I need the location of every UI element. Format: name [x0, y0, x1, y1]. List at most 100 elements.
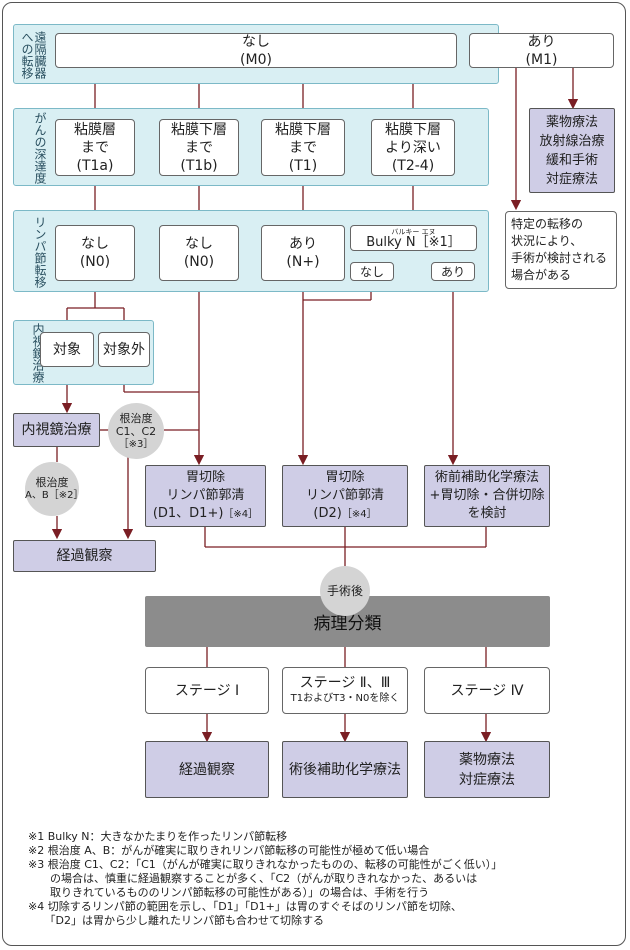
surgery-d2-line: 胃切除	[325, 469, 365, 485]
box-surgery-d2: 胃切除 リンパ節郭清 (D2)［※4］	[282, 465, 408, 527]
footnote-1: ※1 Bulky N：大きなかたまりを作ったリンパ節転移	[28, 830, 288, 843]
m0-text: なし	[242, 33, 270, 50]
m1-treat-line: 薬物療法	[545, 114, 598, 130]
bulky-ruby: バルキー エヌ	[391, 227, 436, 236]
box-result-stage-4: 薬物療法 対症療法	[424, 741, 550, 798]
result-line: 薬物療法	[459, 751, 515, 768]
cure-ab-grade: A、B［※2］	[25, 490, 84, 501]
box-stage-4: ステージ Ⅳ	[424, 667, 550, 714]
box-m1-note: 特定の転移の 状況により、 手術が検討される 場合がある	[505, 211, 617, 289]
cure-ab-title: 根治度	[35, 476, 69, 489]
stage-label: ステージ Ⅳ	[450, 682, 524, 699]
neoadjuvant-line: を検討	[467, 506, 507, 521]
box-lymph-nplus: あり (N+)	[261, 225, 345, 281]
depth-code: (T1)	[288, 157, 318, 174]
surgery-d2-line: リンパ節郭清	[305, 487, 384, 503]
box-depth-t1b: 粘膜下層 まで (T1b)	[159, 119, 239, 176]
surgery-d1-code: (D1、D1+)	[152, 505, 224, 521]
box-m0: なし (M0)	[55, 33, 457, 68]
depth-code: (T2-4)	[391, 157, 435, 174]
label-metastasis: 遠隔臓器への転移	[20, 31, 47, 79]
depth-line: まで	[185, 139, 213, 156]
lymph-code: (N0)	[183, 254, 215, 270]
box-bulky-yes: あり	[431, 262, 475, 281]
box-result-stage-1: 経過観察	[145, 741, 269, 798]
result-line: 術後補助化学療法	[289, 761, 401, 778]
box-endo-target: 対象	[40, 332, 94, 367]
footnote-4-cont: 「D2」は胃から少し離れたリンパ節も合わせて切除する	[28, 914, 324, 927]
m1-treat-line: 対症療法	[545, 171, 598, 187]
lymph-code: (N+)	[286, 254, 320, 270]
result-line: 経過観察	[179, 761, 235, 778]
box-m1-treatment: 薬物療法 放射線治療 緩和手術 対症療法	[529, 108, 615, 193]
surgery-d2-scope: (D2)［※4］	[313, 505, 376, 524]
box-m1: あり (M1)	[469, 33, 614, 68]
surgery-d1-note: ［※4］	[223, 508, 259, 520]
box-depth-t1: 粘膜下層 まで (T1)	[261, 119, 345, 176]
box-depth-t1a: 粘膜層 まで (T1a)	[55, 119, 135, 176]
m0-code: (M0)	[240, 51, 272, 68]
lymph-code: (N0)	[79, 254, 111, 270]
m1-code: (M1)	[525, 51, 558, 68]
stage-sub: T1およびT3・N0を除く	[290, 693, 400, 704]
box-bulky-no: なし	[350, 262, 394, 281]
footnote-3-cont: 取りきれているもののリンパ節転移の可能性がある）」の場合は、手術を行う	[28, 886, 430, 899]
box-endo-treatment: 内視鏡治療	[13, 413, 100, 447]
box-neoadjuvant: 術前補助化学療法 +胃切除・合併切除 を検討	[424, 465, 550, 527]
circle-cure-ab: 根治度 A、B［※2］	[25, 462, 84, 516]
label-lymph: リンパ節転移	[33, 216, 47, 288]
stage-label: ステージ Ⅱ、Ⅲ	[299, 675, 391, 691]
circle-post-op: 手術後	[320, 566, 370, 616]
box-bulky-n: バルキー エヌ Bulky N［※1］	[350, 225, 477, 251]
box-lymph-n0-b: なし (N0)	[159, 225, 239, 281]
box-endo-nontarget: 対象外	[98, 332, 150, 367]
bulky-label: Bulky N［※1］	[366, 234, 461, 250]
lymph-line: なし	[185, 236, 213, 252]
box-depth-t24: 粘膜下層 より深い (T2-4)	[371, 119, 455, 176]
cure-c-note: ［※3］	[118, 438, 154, 450]
label-depth: がんの深達度	[33, 112, 47, 184]
depth-line: まで	[289, 139, 317, 156]
box-stage-1: ステージ Ⅰ	[145, 667, 269, 714]
surgery-d2-note: ［※4］	[341, 508, 377, 520]
m1-treat-line: 放射線治療	[539, 133, 605, 149]
result-line: 対症療法	[459, 771, 515, 788]
lymph-line: なし	[81, 236, 109, 252]
depth-code: (T1b)	[180, 157, 218, 174]
surgery-d1-scope: (D1、D1+)［※4］	[153, 505, 258, 524]
cure-c-grade: C1、C2	[115, 424, 157, 438]
box-lymph-n0-a: なし (N0)	[55, 225, 135, 281]
depth-code: (T1a)	[76, 157, 114, 174]
lymph-line: あり	[289, 236, 317, 252]
m1-treat-line: 緩和手術	[545, 152, 598, 168]
box-stage-2-3: ステージ Ⅱ、Ⅲ T1およびT3・N0を除く	[282, 667, 408, 714]
neoadjuvant-line: +胃切除・合併切除	[429, 488, 545, 503]
m1-note-line: 手術が検討される	[511, 251, 608, 265]
circle-cure-c: 根治度 C1、C2 ［※3］	[108, 403, 164, 459]
depth-line: 粘膜下層	[171, 121, 227, 138]
footnotes: ※1 Bulky N：大きなかたまりを作ったリンパ節転移 ※2 根治度 A、B：…	[28, 830, 618, 928]
surgery-d2-code: (D2)	[313, 505, 342, 521]
footnote-3-cont: の場合は、慎重に経過観察することが多く、「C2（がんが取りきれなかった、あるいは	[28, 872, 478, 885]
depth-line: 粘膜下層	[385, 121, 441, 138]
depth-line: より深い	[385, 139, 441, 156]
stage-label: ステージ Ⅰ	[174, 682, 240, 699]
neoadjuvant-line: 術前補助化学療法	[434, 470, 539, 485]
surgery-d1-line: 胃切除	[185, 469, 225, 485]
m1-note-line: 場合がある	[511, 268, 572, 282]
cure-c-title: 根治度	[119, 411, 153, 425]
footnote-3: ※3 根治度 C1、C2：「C1（がんが確実に取りきれなかったものの、転移の可能…	[28, 858, 503, 871]
m1-note-line: 状況により、	[511, 234, 583, 248]
box-surgery-d1: 胃切除 リンパ節郭清 (D1、D1+)［※4］	[145, 465, 266, 527]
m1-text: あり	[527, 33, 556, 50]
box-result-stage-2-3: 術後補助化学療法	[282, 741, 408, 798]
footnote-2: ※2 根治度 A、B：がんが確実に取りきれリンパ節転移の可能性が極めて低い場合	[28, 844, 430, 857]
depth-line: 粘膜層	[74, 121, 116, 138]
surgery-d1-line: リンパ節郭清	[166, 487, 245, 503]
depth-line: 粘膜下層	[275, 121, 331, 138]
depth-line: まで	[81, 139, 109, 156]
m1-note-line: 特定の転移の	[511, 217, 584, 231]
box-observe-1: 経過観察	[13, 540, 156, 572]
footnote-4: ※4 切除するリンパ節の範囲を示し、「D1」「D1+」は胃のすぐそばのリンパ節を…	[28, 900, 462, 913]
